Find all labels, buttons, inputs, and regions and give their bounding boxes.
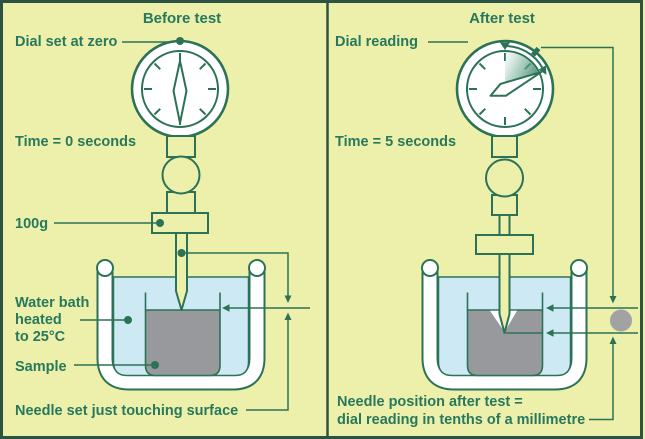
needle-dot bbox=[177, 249, 186, 257]
arrow-up-icon bbox=[609, 336, 617, 344]
weight-block bbox=[475, 234, 534, 255]
collar bbox=[491, 194, 518, 216]
arc-arrowhead-icon bbox=[538, 65, 547, 75]
penetration-depth-marker bbox=[610, 309, 632, 332]
dial-gauge-after bbox=[455, 39, 555, 139]
water-dot bbox=[124, 316, 132, 324]
beaker-rim-right bbox=[248, 259, 266, 277]
water-bath-label-1: Water bath bbox=[15, 295, 89, 311]
arrow-left-icon bbox=[546, 304, 554, 312]
rod bbox=[498, 214, 511, 237]
measurement-lines-after bbox=[541, 46, 638, 421]
dial-reading-label: Dial reading bbox=[335, 34, 418, 50]
beaker-rim-right bbox=[570, 259, 588, 277]
needle-pointer-icon bbox=[489, 71, 543, 97]
collar bbox=[166, 191, 196, 214]
sweep-arc bbox=[504, 45, 544, 69]
water-bath-label-2: heated bbox=[15, 312, 62, 328]
after-title: After test bbox=[469, 10, 535, 27]
after-panel: After test Dial reading Tim bbox=[335, 10, 638, 428]
after-caption-1: Needle position after test = bbox=[337, 394, 523, 410]
beaker-wall bbox=[98, 268, 264, 389]
beaker-wall bbox=[423, 268, 586, 389]
arrow-up-icon bbox=[284, 312, 292, 320]
stem bbox=[491, 135, 518, 158]
beaker-rim-left bbox=[421, 259, 439, 277]
before-panel: Before test Dial set at zero Time = 0 se… bbox=[15, 10, 310, 419]
penetration-needle-icon bbox=[175, 232, 188, 311]
after-caption-2: dial reading in tenths of a millimetre bbox=[337, 412, 585, 428]
before-title: Before test bbox=[143, 10, 221, 27]
weight-label: 100g bbox=[15, 216, 48, 232]
sample-block bbox=[144, 309, 221, 377]
knob bbox=[161, 155, 201, 195]
water-bath-label-3: to 25°C bbox=[15, 329, 66, 345]
stem bbox=[166, 135, 196, 158]
sample-block bbox=[466, 309, 544, 377]
weight-dot bbox=[156, 219, 164, 227]
reading-mark bbox=[531, 46, 541, 57]
time-label-after: Time = 5 seconds bbox=[335, 134, 456, 150]
plunger-assembly-after bbox=[475, 135, 534, 255]
dial-set-zero-label: Dial set at zero bbox=[15, 34, 117, 50]
zero-marker-dot bbox=[176, 37, 184, 45]
plunger-assembly-before bbox=[151, 135, 209, 234]
beaker-rim-left bbox=[96, 259, 114, 277]
arrow-left-icon bbox=[546, 329, 554, 337]
before-caption: Needle set just touching surface bbox=[15, 403, 238, 419]
sample-dot bbox=[151, 361, 159, 369]
arrow-down-icon bbox=[284, 295, 292, 303]
needle-pointer-icon bbox=[172, 60, 188, 124]
beaker-before bbox=[96, 259, 266, 391]
sample-label: Sample bbox=[15, 359, 67, 375]
knob bbox=[485, 158, 524, 198]
arrow-down-icon bbox=[609, 296, 617, 304]
time-label-before: Time = 0 seconds bbox=[15, 134, 136, 150]
penetration-needle-icon bbox=[498, 253, 511, 334]
measurement-lines-before bbox=[185, 252, 310, 411]
arrow-left-icon bbox=[222, 304, 230, 312]
